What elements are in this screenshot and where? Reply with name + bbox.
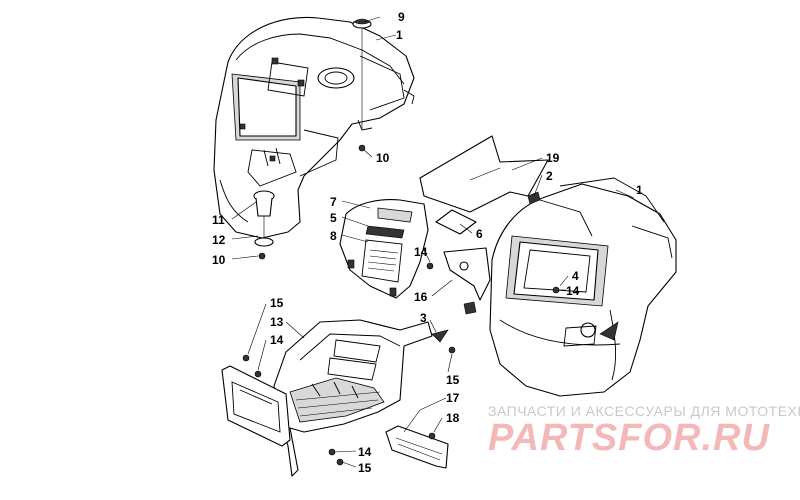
rear-fender-right — [489, 177, 677, 397]
footwell-13 — [221, 319, 456, 477]
callout-17: 17 — [446, 391, 460, 405]
mount-11-12 — [253, 190, 275, 260]
callout-15-lower: 15 — [358, 461, 372, 475]
bracket-16 — [426, 247, 491, 315]
callout-11: 11 — [212, 213, 225, 227]
watermark-brand: PARTSFOR.RU — [488, 417, 770, 459]
leader-lines — [231, 16, 635, 468]
callout-3: 3 — [420, 311, 427, 325]
callout-19: 19 — [546, 151, 560, 165]
callout-1-upper: 1 — [396, 28, 403, 42]
callout-15-mid: 15 — [446, 373, 460, 387]
callout-18: 18 — [446, 411, 460, 425]
callout-10-upper: 10 — [376, 151, 390, 165]
rear-fender-left — [213, 16, 415, 239]
decal-6 — [435, 209, 477, 235]
callout-4: 4 — [572, 269, 579, 283]
watermark-subtitle: ЗАПЧАСТИ И АКСЕССУАРЫ ДЛЯ МОТОТЕХНИКИ — [488, 403, 800, 419]
step-17 — [385, 425, 449, 469]
callout-16: 16 — [414, 290, 428, 304]
callout-14-bracket: 14 — [414, 245, 428, 259]
callout-14-footwell: 14 — [270, 333, 284, 347]
callout-12: 12 — [212, 233, 226, 247]
callout-10-lower: 10 — [212, 253, 226, 267]
callout-15-upper: 15 — [270, 296, 284, 310]
callout-6: 6 — [476, 227, 483, 241]
callout-14-fender: 14 — [566, 284, 580, 298]
callout-9: 9 — [398, 10, 405, 24]
callout-5: 5 — [330, 211, 337, 225]
callout-1-right: 1 — [636, 183, 643, 197]
callout-13: 13 — [270, 315, 284, 329]
panel-19 — [419, 135, 549, 213]
callout-labels: 9 1 10 11 12 10 7 5 8 6 19 2 1 14 16 4 1… — [212, 10, 643, 475]
callout-2: 2 — [546, 169, 553, 183]
callout-14-lower: 14 — [358, 445, 372, 459]
callout-8: 8 — [330, 229, 337, 243]
cap-9 — [352, 18, 372, 152]
callout-7: 7 — [330, 195, 337, 209]
